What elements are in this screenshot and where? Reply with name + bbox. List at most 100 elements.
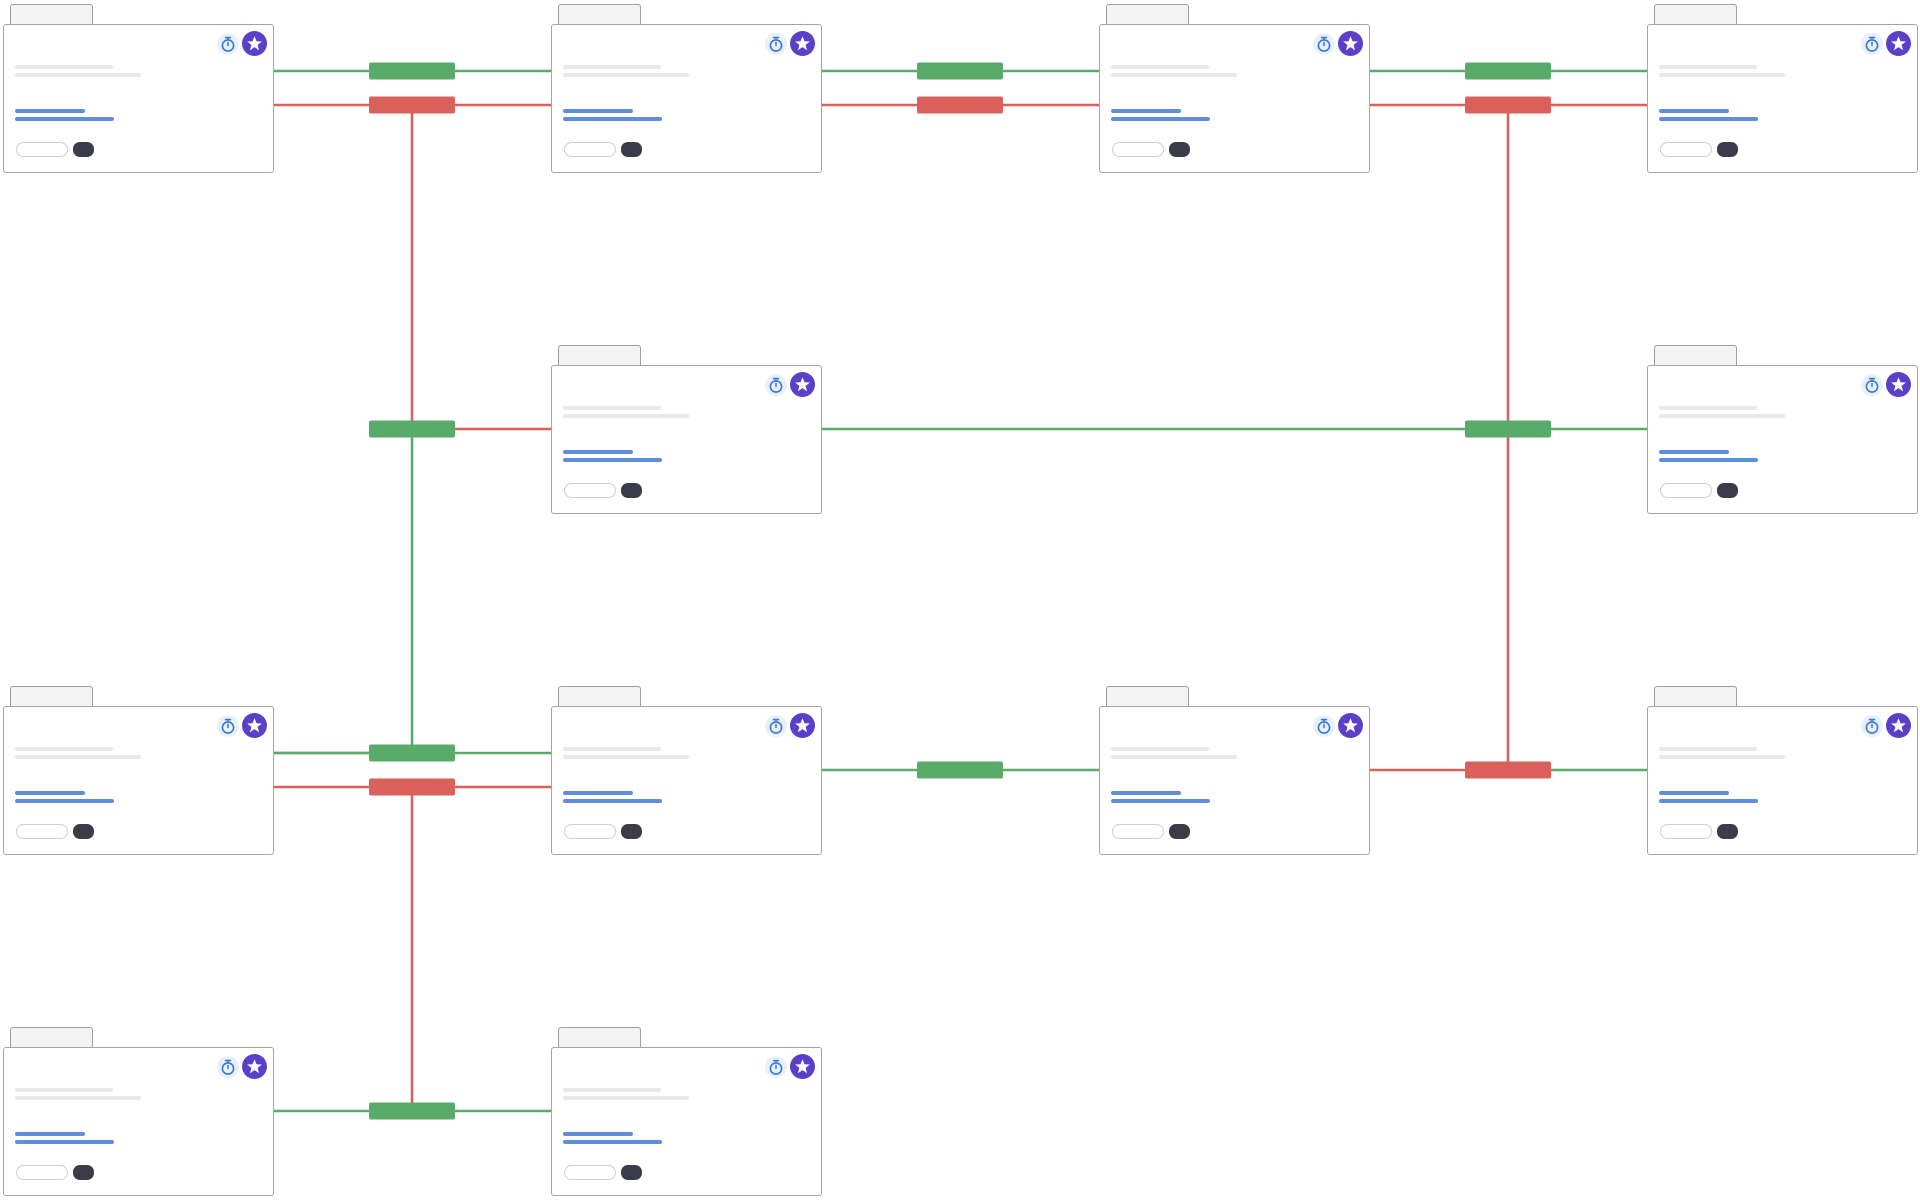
card-tab[interactable] [558, 345, 641, 367]
toggle-pill[interactable] [73, 1165, 94, 1180]
link-text-line[interactable] [1659, 450, 1729, 454]
connector-bar[interactable] [1465, 96, 1551, 114]
stopwatch-icon[interactable] [1861, 33, 1883, 55]
card[interactable] [1647, 345, 1918, 515]
input-pill[interactable] [16, 1165, 68, 1180]
connector-bar[interactable] [369, 420, 455, 438]
link-text-line[interactable] [1659, 117, 1758, 121]
card[interactable] [1099, 686, 1370, 856]
stopwatch-icon[interactable] [765, 1056, 787, 1078]
card-tab[interactable] [1654, 4, 1737, 26]
input-pill[interactable] [1660, 483, 1712, 498]
input-pill[interactable] [16, 824, 68, 839]
card-body[interactable] [1647, 706, 1918, 855]
star-icon[interactable] [790, 31, 815, 56]
stopwatch-icon[interactable] [1861, 374, 1883, 396]
connector-bar[interactable] [369, 778, 455, 796]
card-body[interactable] [3, 706, 274, 855]
link-text-line[interactable] [1111, 791, 1181, 795]
connector-bar[interactable] [1465, 420, 1551, 438]
card-tab[interactable] [1106, 686, 1189, 708]
link-text-line[interactable] [1659, 109, 1729, 113]
card[interactable] [551, 4, 822, 174]
stopwatch-icon[interactable] [1313, 33, 1335, 55]
connector-bar[interactable] [1465, 62, 1551, 80]
link-text-line[interactable] [563, 458, 662, 462]
card-tab[interactable] [558, 686, 641, 708]
link-text-line[interactable] [15, 799, 114, 803]
toggle-pill[interactable] [73, 824, 94, 839]
card-tab[interactable] [1106, 4, 1189, 26]
stopwatch-icon[interactable] [765, 715, 787, 737]
toggle-pill[interactable] [1169, 824, 1190, 839]
link-text-line[interactable] [1659, 791, 1729, 795]
star-icon[interactable] [1886, 31, 1911, 56]
card-body[interactable] [551, 365, 822, 514]
input-pill[interactable] [564, 824, 616, 839]
card[interactable] [3, 4, 274, 174]
stopwatch-icon[interactable] [765, 33, 787, 55]
link-text-line[interactable] [563, 799, 662, 803]
link-text-line[interactable] [15, 1140, 114, 1144]
card-body[interactable] [1099, 24, 1370, 173]
toggle-pill[interactable] [1717, 142, 1738, 157]
toggle-pill[interactable] [621, 142, 642, 157]
star-icon[interactable] [242, 1054, 267, 1079]
link-text-line[interactable] [563, 117, 662, 121]
input-pill[interactable] [1112, 824, 1164, 839]
card[interactable] [551, 345, 822, 515]
connector-bar[interactable] [369, 96, 455, 114]
link-text-line[interactable] [1111, 117, 1210, 121]
connector-bar[interactable] [917, 96, 1003, 114]
input-pill[interactable] [1660, 142, 1712, 157]
stopwatch-icon[interactable] [765, 374, 787, 396]
stopwatch-icon[interactable] [217, 1056, 239, 1078]
link-text-line[interactable] [563, 791, 633, 795]
star-icon[interactable] [790, 713, 815, 738]
input-pill[interactable] [16, 142, 68, 157]
card[interactable] [1099, 4, 1370, 174]
card[interactable] [1647, 4, 1918, 174]
card-body[interactable] [3, 24, 274, 173]
link-text-line[interactable] [15, 109, 85, 113]
card-tab[interactable] [1654, 345, 1737, 367]
link-text-line[interactable] [15, 1132, 85, 1136]
stopwatch-icon[interactable] [217, 33, 239, 55]
toggle-pill[interactable] [73, 142, 94, 157]
card-body[interactable] [551, 706, 822, 855]
input-pill[interactable] [564, 1165, 616, 1180]
toggle-pill[interactable] [621, 824, 642, 839]
connector-bar[interactable] [1465, 761, 1551, 779]
card-tab[interactable] [558, 4, 641, 26]
card-body[interactable] [1647, 24, 1918, 173]
star-icon[interactable] [1338, 713, 1363, 738]
star-icon[interactable] [242, 31, 267, 56]
card-body[interactable] [551, 1047, 822, 1196]
card-tab[interactable] [10, 686, 93, 708]
toggle-pill[interactable] [1169, 142, 1190, 157]
toggle-pill[interactable] [1717, 824, 1738, 839]
card[interactable] [1647, 686, 1918, 856]
card-tab[interactable] [10, 4, 93, 26]
input-pill[interactable] [1660, 824, 1712, 839]
toggle-pill[interactable] [621, 1165, 642, 1180]
link-text-line[interactable] [563, 1132, 633, 1136]
star-icon[interactable] [790, 372, 815, 397]
card-tab[interactable] [1654, 686, 1737, 708]
card-tab[interactable] [558, 1027, 641, 1049]
star-icon[interactable] [1886, 372, 1911, 397]
card[interactable] [3, 686, 274, 856]
toggle-pill[interactable] [621, 483, 642, 498]
star-icon[interactable] [790, 1054, 815, 1079]
stopwatch-icon[interactable] [217, 715, 239, 737]
connector-bar[interactable] [369, 744, 455, 762]
card[interactable] [551, 686, 822, 856]
connector-bar[interactable] [369, 1102, 455, 1120]
link-text-line[interactable] [1659, 799, 1758, 803]
connector-bar[interactable] [917, 62, 1003, 80]
input-pill[interactable] [564, 142, 616, 157]
link-text-line[interactable] [15, 791, 85, 795]
input-pill[interactable] [1112, 142, 1164, 157]
card-body[interactable] [551, 24, 822, 173]
stopwatch-icon[interactable] [1861, 715, 1883, 737]
